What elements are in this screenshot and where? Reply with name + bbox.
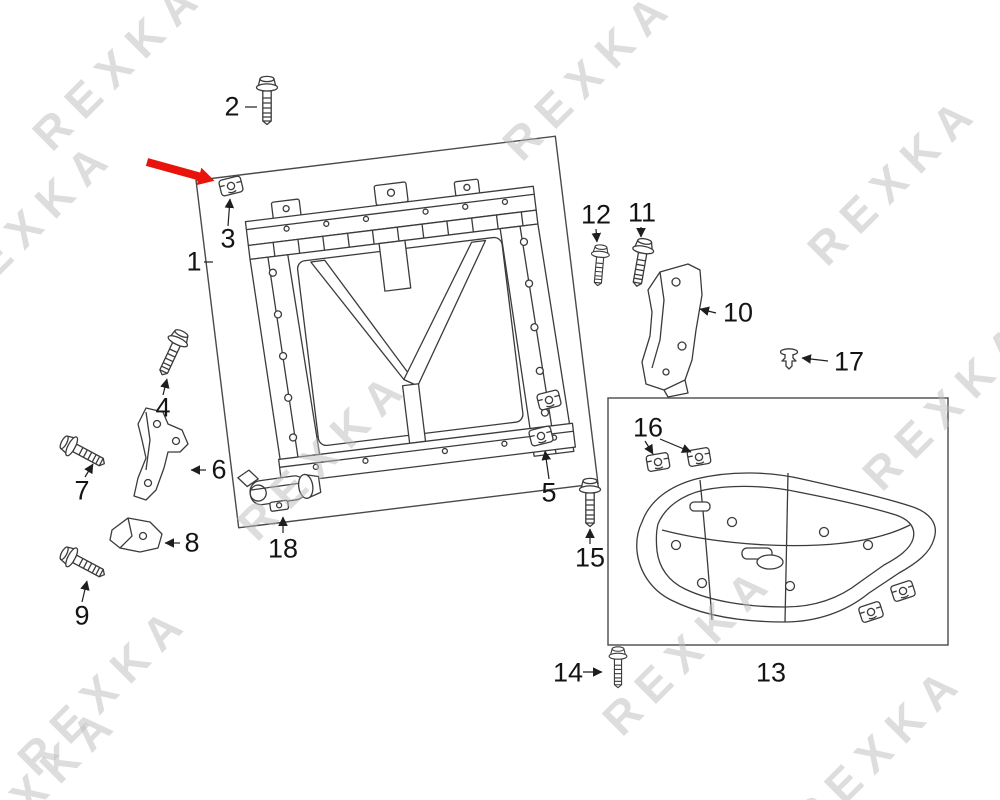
part-label-7: 7: [74, 475, 90, 506]
part-label-9: 9: [74, 600, 90, 631]
part-label-16: 16: [632, 412, 664, 443]
part-label-17: 17: [833, 346, 865, 377]
bracket-part-10: [641, 263, 703, 398]
actuator-part-18: [237, 469, 322, 512]
part-label-5: 5: [541, 477, 557, 508]
part-label-4: 4: [155, 392, 171, 423]
bracket-part-6: [133, 407, 189, 501]
bolt-part-9: [56, 542, 110, 585]
clip-on-shield-lower: [857, 600, 885, 624]
part-label-12: 12: [580, 199, 612, 230]
bolt-part-4: [152, 326, 193, 380]
watermark-text: REXKA: [797, 82, 990, 275]
clip-on-shield-upper: [889, 579, 917, 603]
watermark-text: REXKA: [782, 652, 975, 800]
callout-box-part-1: [195, 135, 599, 529]
part-label-14: 14: [552, 657, 584, 688]
part-label-18: 18: [267, 533, 299, 564]
screw-part-12: [588, 243, 611, 287]
part-label-1: 1: [186, 246, 202, 277]
part-label-6: 6: [211, 454, 227, 485]
part-label-11: 11: [627, 197, 657, 228]
bolt-part-7: [56, 431, 110, 474]
bolt-part-15: [578, 477, 602, 528]
watermark-text: REXKA: [852, 307, 1000, 500]
red-pointer-arrow: [145, 158, 215, 186]
bracket-part-8: [109, 517, 163, 553]
part-label-15: 15: [574, 542, 606, 573]
watermark-text: REXKA: [22, 0, 215, 160]
radiator-support-part-1: [244, 178, 577, 484]
clip-part-16-right: [686, 446, 712, 468]
clip-part-16-left: [645, 451, 671, 473]
part-label-3: 3: [220, 223, 236, 254]
part-label-10: 10: [722, 297, 754, 328]
bolt-part-11: [625, 236, 657, 289]
clip-part-3: [217, 174, 245, 198]
watermark-text: REXKA: [492, 0, 685, 170]
leader-lines: [80, 106, 829, 677]
part-label-2: 2: [224, 91, 240, 122]
pushpin-part-17: [779, 348, 799, 370]
watermark-text: REXKA: [0, 127, 125, 320]
splash-shield-part-13: [636, 472, 936, 623]
bolt-part-2: [255, 75, 279, 126]
callout-box-part-13: [607, 397, 949, 646]
part-label-8: 8: [184, 527, 200, 558]
part-label-13: 13: [755, 657, 787, 688]
